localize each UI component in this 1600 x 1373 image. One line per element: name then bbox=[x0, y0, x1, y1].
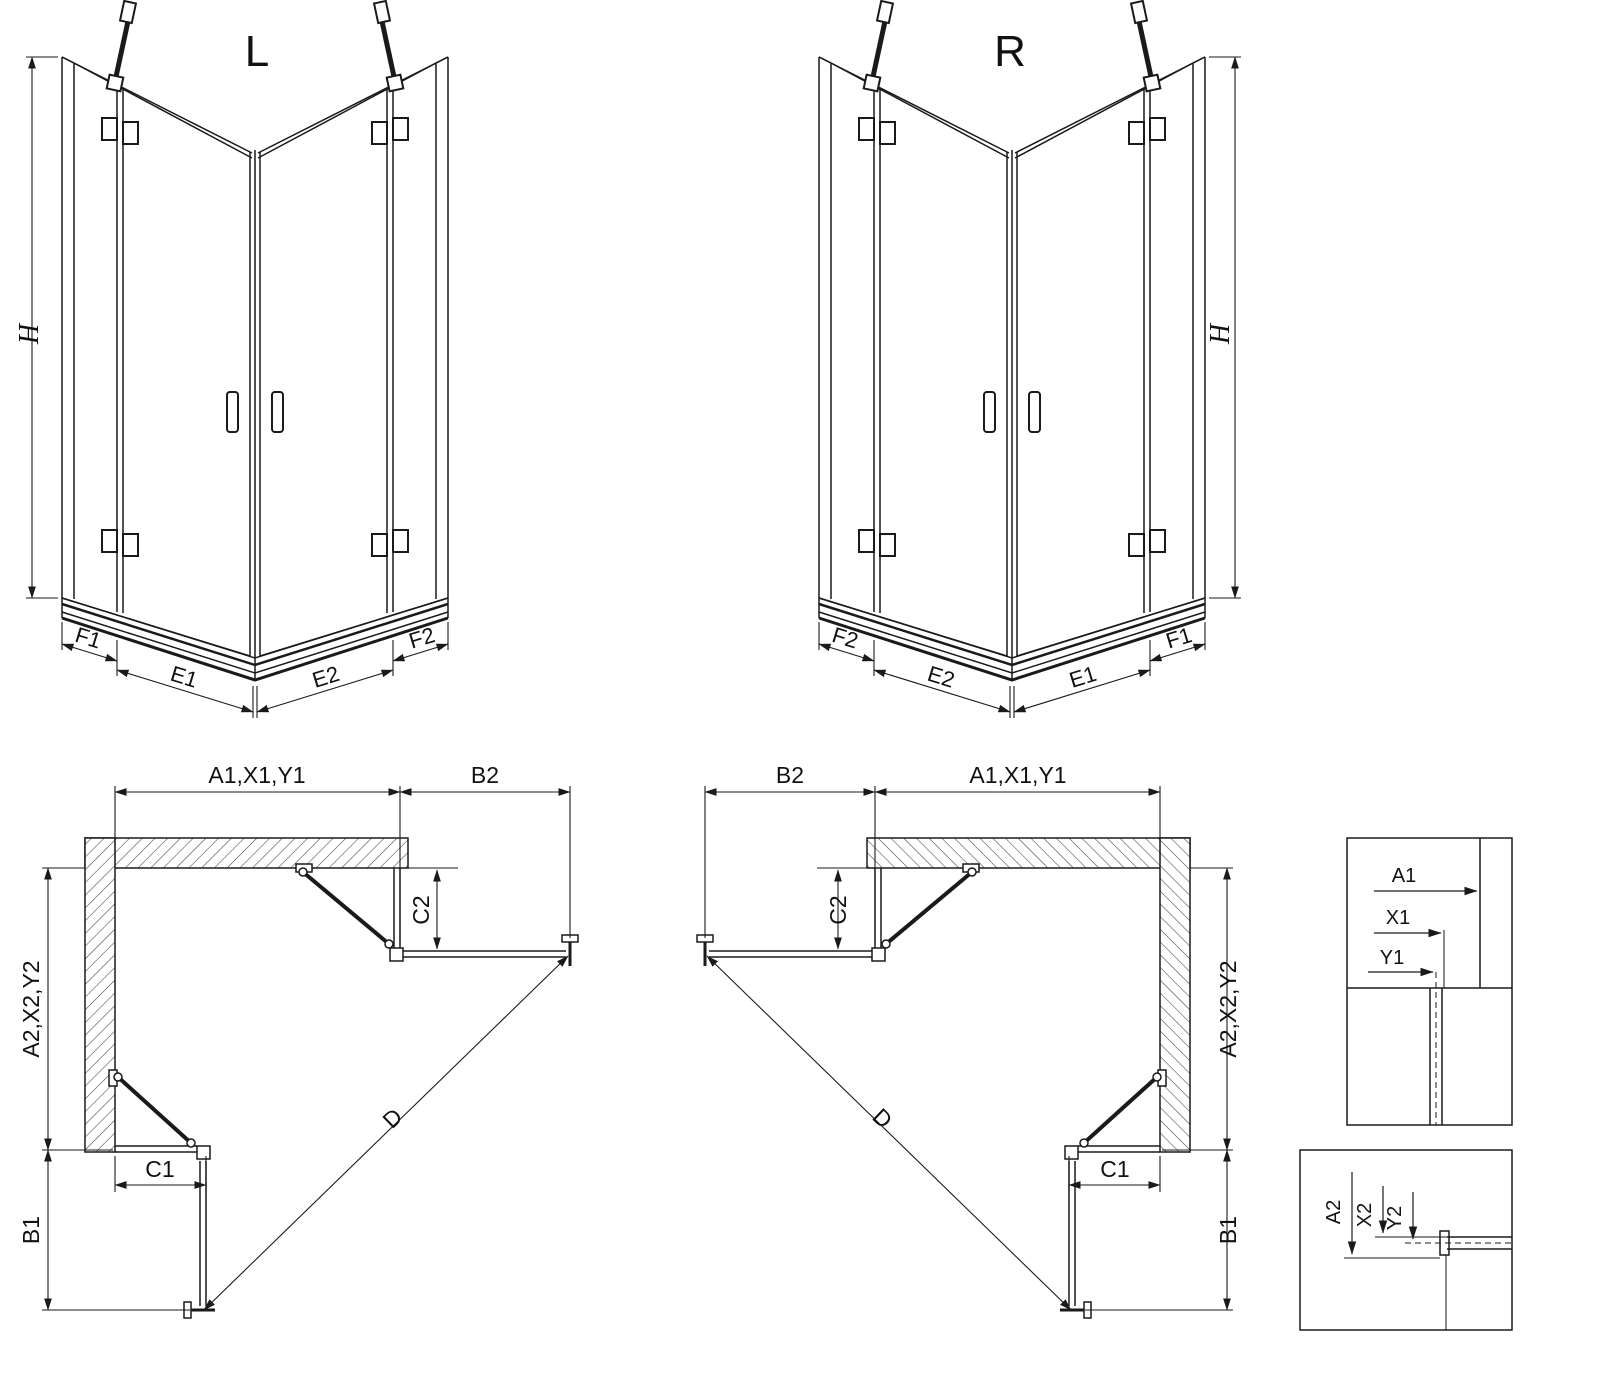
detail-label-a2: A2 bbox=[1323, 1200, 1345, 1224]
dim-label-c2-plan-left: C2 bbox=[408, 895, 434, 924]
dim-label-c1-plan-right: C1 bbox=[1100, 1156, 1129, 1182]
bottom-glass-assembly bbox=[108, 1069, 215, 1319]
detail-label-x2: X2 bbox=[1354, 1203, 1376, 1227]
detail-view-bottom bbox=[1299, 1149, 1513, 1331]
dim-label-e1-right: E1 bbox=[1066, 661, 1099, 693]
dim-label-h-left: H bbox=[14, 322, 45, 345]
iso-right-title: R bbox=[994, 27, 1026, 76]
detail-label-x1: X1 bbox=[1386, 907, 1410, 929]
door-pivot bbox=[196, 1145, 211, 1160]
dim-label-b2-plan-left: B2 bbox=[471, 762, 499, 788]
dim-label-c1-plan-left: C1 bbox=[145, 1156, 174, 1182]
dim-label-c2-plan-right: C2 bbox=[825, 895, 851, 924]
shower-tray bbox=[61, 150, 449, 682]
iso-right-face bbox=[258, 1, 448, 657]
dim-label-b2-plan-right: B2 bbox=[776, 762, 804, 788]
dim-label-a1-plan-left: A1,X1,Y1 bbox=[208, 762, 305, 788]
building-walls bbox=[84, 837, 409, 1153]
dim-label-e2-right: E2 bbox=[925, 661, 958, 693]
iso-view-left bbox=[26, 1, 448, 718]
dim-label-b1-plan-left: B1 bbox=[18, 1216, 44, 1244]
detail-top-arrows bbox=[1368, 886, 1478, 977]
dim-label-a2-plan-right: A2,X2,Y2 bbox=[1215, 960, 1241, 1057]
door-pivot bbox=[389, 947, 404, 962]
iso-left-title: L bbox=[245, 27, 269, 76]
dim-label-a2-plan-left: A2,X2,Y2 bbox=[18, 960, 44, 1057]
detail-label-y1: Y1 bbox=[1380, 947, 1404, 969]
stabilizer-bar-plan bbox=[295, 863, 394, 949]
iso-view-right bbox=[819, 1, 1241, 718]
iso-left-face bbox=[62, 1, 252, 657]
stabilizer-bar-plan bbox=[108, 1069, 196, 1148]
dim-label-d-plan-left: D bbox=[377, 1103, 407, 1133]
detail-bottom-arrows bbox=[1347, 1172, 1418, 1255]
dim-label-e2-left: E2 bbox=[309, 661, 342, 693]
detail-view-top bbox=[1346, 837, 1513, 1126]
dim-label-b1-plan-right: B1 bbox=[1215, 1216, 1241, 1244]
height-dimension bbox=[26, 56, 58, 599]
plan-view-right bbox=[697, 786, 1233, 1318]
dim-label-a1-plan-right: A1,X1,Y1 bbox=[969, 762, 1066, 788]
plan-view-left bbox=[42, 786, 579, 1319]
dim-label-e1-left: E1 bbox=[168, 661, 201, 693]
detail-label-y2: Y2 bbox=[1384, 1206, 1406, 1230]
dim-label-d-plan-right: D bbox=[868, 1103, 898, 1133]
dim-label-h-right: H bbox=[1205, 322, 1236, 345]
plan-dimensions bbox=[42, 786, 571, 1311]
detail-label-a1: A1 bbox=[1392, 865, 1416, 887]
